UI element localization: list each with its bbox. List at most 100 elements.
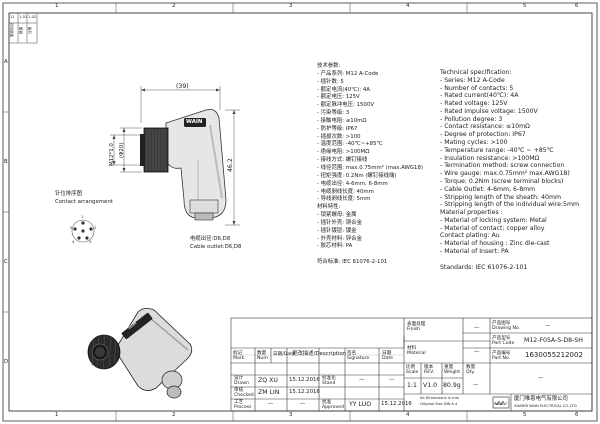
stand-date: — (389, 377, 395, 383)
zone-label-left-d: D (4, 359, 9, 365)
spec-line-en-19: - Material of locking system: Metal (440, 216, 547, 224)
drawn-label: 设计 Drawn (234, 376, 249, 386)
cable-outlet-en: Cable outlet:D6,D8 (190, 244, 242, 250)
contact-pin-5: 5 (70, 226, 73, 230)
spec-line-en-11: - Insulation resistance: >100MΩ (440, 154, 540, 162)
checked-by: ZM LIN (258, 389, 280, 396)
approved-by: YY LUO (349, 401, 372, 408)
spec-line-en-18: Material properties : (440, 209, 503, 217)
spec-line-cn-13: - 线径范围: max.0.75mm² (max.AWG18) (317, 164, 424, 171)
spec-line-en-10: - Temperature range: -40℃ ~ +85℃ (440, 146, 554, 154)
qty-value: — (473, 382, 479, 388)
part-code: M12-F05A-S-D8-SH (524, 337, 583, 344)
spec-line-cn-20: - 插针外壳: 铜合金 (317, 219, 362, 226)
stamp-tag-3: 1-02 (28, 15, 37, 19)
spec-line-cn-23: - 胶芯材料: PA (317, 243, 353, 250)
spec-line-cn-2: - 插针数: 5 (317, 78, 344, 85)
spec-line-en-16: - Stripping length of the sheath: 40mm (440, 193, 562, 201)
spec-line-cn-25: 符合标准: IEC 61076-2-101 (317, 259, 388, 266)
tolerance-line-2: Original Size DIN A 4 (420, 402, 458, 406)
stand-label: 标准化 Stand (322, 376, 336, 386)
zone-label-bottom-4: 4 (406, 412, 410, 418)
date-drawn: 15.12.2016 (289, 377, 320, 383)
zone-label-left-a: A (4, 59, 8, 65)
spec-list-en: Technical specification:- Series: M12 A-… (440, 69, 579, 271)
spec-line-en-0: Technical specification: (440, 69, 512, 76)
part-no-label: 产品编号 Part No. (492, 351, 511, 361)
spec-line-cn-0: 技术参数: (317, 63, 341, 69)
header-signature: 签名 Signature (347, 351, 370, 361)
zone-label-top-3: 3 (289, 3, 293, 9)
header-description: 更改描述/Description (292, 351, 347, 357)
spec-line-cn-15: - 电缆出径: 4-6mm, 6-8mm (317, 180, 388, 187)
spec-line-cn-16: - 电缆剥线长度: 40mm (317, 188, 374, 195)
spec-line-en-14: - Torque: 0.2Nm (screw terminal blocks) (440, 177, 564, 185)
spec-line-en-3: - Rated current(40℃): 4A (440, 92, 519, 100)
cable-outlet-cn: 电缆出径:D6,D8 (190, 236, 231, 242)
qty-total: — (538, 375, 544, 381)
process-date: — (300, 401, 306, 407)
company-name-cn: 厦门唯恩电气有限公司 (514, 396, 568, 402)
spec-line-en-20: - Material of contact: copper alloy (440, 224, 545, 232)
rev-value: V1.0 (423, 382, 438, 389)
spec-line-cn-10: - 温度范围: -40℃~+85℃ (317, 141, 383, 148)
spec-line-en-23: - Material of Insert: PA (440, 247, 509, 255)
wain-logo-icon: WAIN (494, 402, 504, 406)
scale-value: 1:1 (407, 382, 417, 389)
zone-label-left-c: C (4, 259, 8, 265)
header-date: 日期/Date (273, 352, 295, 357)
spec-line-en-12: - Termination method: screw connection (440, 162, 565, 170)
process-label: 工艺 Process (234, 400, 252, 410)
spec-line-cn-22: - 外壳材料: 锌合金 (317, 235, 362, 242)
tolerance-line-1: All Dimensions in mm (420, 396, 460, 400)
zone-label-top-1: 1 (55, 3, 59, 9)
contact-pin-1: 1 (81, 215, 84, 219)
zone-label-bottom-1: 1 (55, 412, 59, 418)
spec-line-en-13: - Wire gauge: max.0.75mm² max.AWG18) (440, 170, 570, 178)
spec-line-cn-21: - 插针镀层: 镀金 (317, 227, 357, 234)
spec-list-cn: 技术参数:- 产品系列: M12 A-Code- 插针数: 5- 额定电流(40… (317, 63, 423, 267)
spec-line-cn-1: - 产品系列: M12 A-Code (317, 70, 379, 77)
material-label: 材料 Material (407, 346, 426, 356)
spec-line-cn-4: - 额定电压: 125V (317, 94, 360, 101)
spec-line-en-22: - Material of housing : Zinc die-cast (440, 240, 550, 248)
spec-line-cn-19: - 锁紧螺母: 金属 (317, 212, 357, 219)
spec-line-en-7: - Contact resistance: ≤10mΩ (440, 123, 530, 131)
spec-line-en-17: - Stripping length of the individual wir… (440, 201, 580, 209)
spec-line-cn-18: 材料特性: (317, 204, 341, 211)
weight-label: 重量 Weight (444, 365, 461, 375)
weight-value: 80.9g (443, 382, 461, 389)
spec-line-cn-11: - 绝缘电阻: >100MΩ (317, 149, 370, 156)
zone-label-top-6: 6 (575, 3, 579, 9)
spec-line-cn-14: - 扭矩强度: 0.2Nm (螺钉接线端) (317, 172, 397, 179)
spec-line-en-5: - Rated impulse voltage: 1500V (440, 107, 538, 115)
scale-label: 比例 Scale (406, 365, 419, 375)
stamp-tag-1: 11 (10, 15, 15, 19)
spec-line-cn-8: - 防护等级: IP67 (317, 125, 358, 132)
checked-label: 审核 Checked (234, 388, 254, 398)
approved-label: 批准 Approved (322, 400, 345, 410)
zone-label-top-4: 4 (406, 3, 410, 9)
contact-pin-2: 2 (94, 226, 97, 230)
zone-label-top-2: 2 (172, 3, 176, 9)
drawn-by: ZQ XU (258, 377, 278, 384)
spec-line-cn-5: - 额定脉冲电压: 1500V (317, 102, 374, 109)
zone-label-bottom-6: 6 (575, 412, 579, 418)
spec-line-cn-3: - 额定电流(40℃): 4A (317, 86, 370, 93)
spec-line-cn-12: - 接线方式: 螺钉接线 (317, 157, 368, 164)
spec-line-en-8: - Degree of protection: IP67 (440, 131, 526, 139)
spec-line-cn-9: - 插拔次数: >100 (317, 133, 361, 140)
date-checked: 15.12.2016 (289, 389, 320, 395)
spec-line-cn-6: - 污染等级: 3 (317, 110, 350, 117)
spec-line-cn-17: - 导线剥线长度: 5mm (317, 196, 371, 203)
contact-arrangement-title-cn: 针位排序图 (55, 191, 82, 197)
contact-pin-3: 3 (89, 240, 92, 244)
spec-line-en-4: - Rated voltage: 125V (440, 100, 508, 108)
part-no: 1630055212002 (525, 351, 583, 359)
stamp-tag-2: 1-01 (19, 15, 28, 19)
